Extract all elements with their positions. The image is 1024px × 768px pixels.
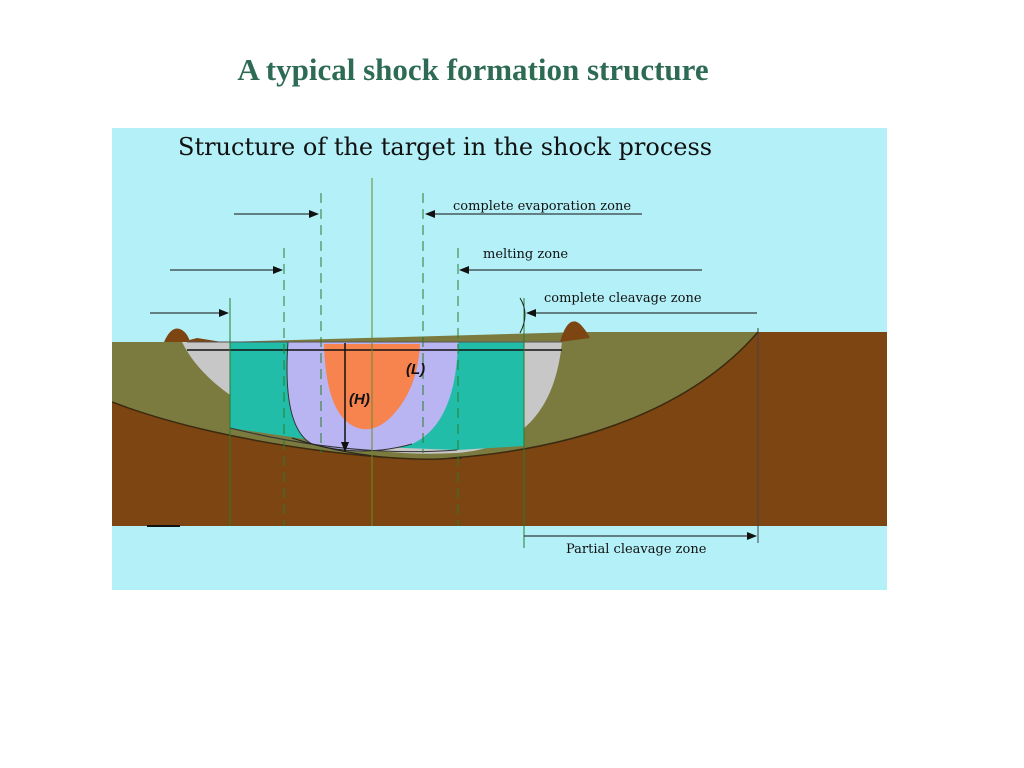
cleavage-leader	[519, 297, 526, 334]
evaporation-label: complete evaporation zone	[453, 199, 631, 214]
diagram-canvas: Structure of the target in the shock pro…	[112, 128, 887, 590]
right-rim	[560, 321, 590, 342]
shock-structure-diagram: Structure of the target in the shock pro…	[112, 128, 887, 590]
left-rim	[164, 328, 190, 342]
partial-label: Partial cleavage zone	[566, 542, 707, 557]
partial-cleavage-arc	[112, 331, 759, 460]
slide-title: A typical shock formation structure	[237, 52, 709, 87]
height-label: (H)	[349, 391, 370, 408]
diagram-title: Structure of the target in the shock pro…	[178, 133, 712, 161]
cleavage-label: complete cleavage zone	[544, 291, 702, 306]
length-label: (L)	[406, 361, 425, 378]
melting-label: melting zone	[483, 247, 568, 262]
